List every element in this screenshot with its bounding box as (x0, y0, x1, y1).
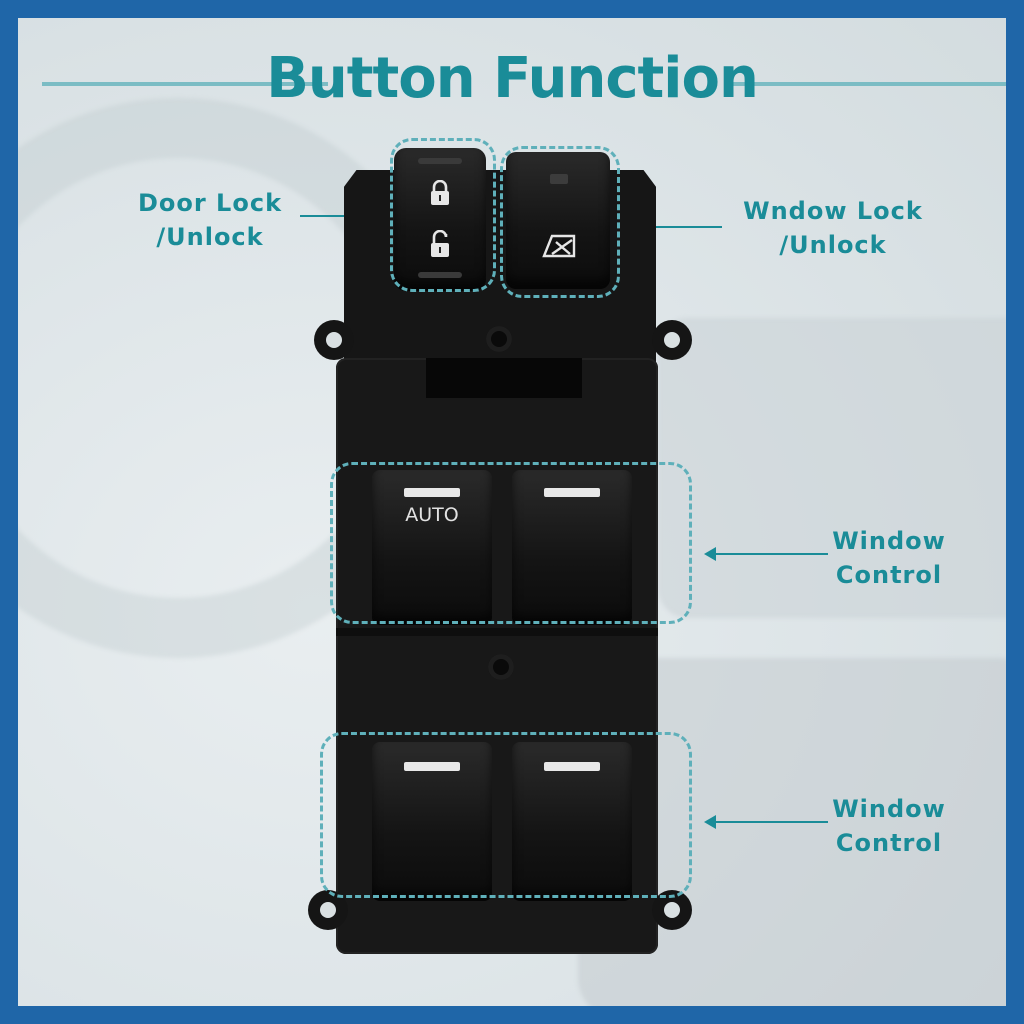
window-control-2-highlight (320, 732, 692, 898)
panel-hole-middle (488, 654, 514, 680)
panel-hole-upper (486, 326, 512, 352)
window-lock-indicator (550, 174, 568, 184)
label-window-lock-line1: Wndow Lock (743, 197, 923, 225)
window-switch-rear-left[interactable] (372, 742, 492, 898)
product-illustration: Button Function Door Lock /Unlock Wndow … (18, 18, 1006, 1006)
lock-open-icon (431, 230, 449, 257)
label-window-control-2-line2: Control (835, 829, 943, 857)
window-control-1-highlight (330, 462, 692, 624)
mount-ear-top-left (314, 320, 354, 360)
door-lock-switch[interactable] (394, 148, 486, 288)
panel-slot (426, 358, 582, 398)
label-door-lock-line2: /Unlock (156, 223, 264, 251)
label-window-control-1: Window Control (814, 524, 964, 592)
window-switch-rear-left-indicator (404, 762, 460, 771)
door-lock-slot-top (418, 158, 462, 164)
window-switch-passenger[interactable] (512, 470, 632, 622)
panel-divider (336, 628, 658, 636)
window-lock-highlight (500, 146, 620, 298)
label-window-lock-line2: /Unlock (779, 231, 887, 259)
auto-label: AUTO (405, 504, 459, 526)
title-rule-left (42, 82, 328, 86)
door-lock-highlight (390, 138, 496, 292)
title-rule-right (730, 82, 1006, 86)
window-switch-rear-right-indicator (544, 762, 600, 771)
switch-panel: AUTO (18, 18, 1006, 1006)
label-window-lock: Wndow Lock /Unlock (718, 194, 948, 262)
label-window-control-2: Window Control (814, 792, 964, 860)
background-dash-shape (658, 318, 1006, 618)
window-lock-button[interactable] (506, 152, 610, 286)
window-switch-passenger-indicator (544, 488, 600, 497)
window-lock-icon (542, 234, 576, 258)
door-lock-slot-bottom (418, 272, 462, 278)
label-window-control-1-line2: Control (835, 561, 943, 589)
mount-ear-bottom-left (308, 890, 348, 930)
label-window-control-1-line1: Window (832, 527, 946, 555)
page-title: Button Function (266, 46, 759, 111)
window-switch-driver[interactable]: AUTO (372, 470, 492, 622)
window-switch-rear-right[interactable] (512, 742, 632, 898)
arrow-window-control-2 (704, 815, 828, 829)
label-window-control-2-line1: Window (832, 795, 946, 823)
window-switch-driver-indicator (404, 488, 460, 497)
mount-ear-top-right (652, 320, 692, 360)
arrow-window-control-1 (704, 547, 828, 561)
lock-closed-icon (431, 180, 449, 205)
label-door-lock: Door Lock /Unlock (110, 186, 310, 254)
label-door-lock-line1: Door Lock (137, 189, 283, 217)
